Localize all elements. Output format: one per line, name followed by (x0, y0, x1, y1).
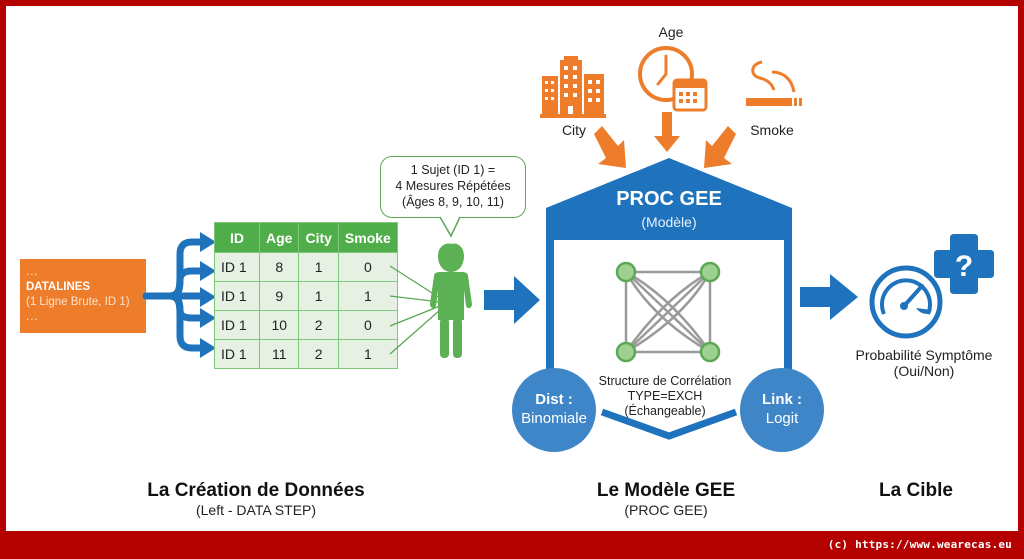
cell-smoke: 0 (337, 310, 398, 340)
datalines-dots-top: ... (26, 266, 39, 278)
datalines-dots-bottom: ... (26, 311, 39, 323)
branch-arrows-icon (142, 232, 216, 358)
arrow-to-model-icon (484, 276, 540, 324)
cell-id: ID 1 (214, 281, 260, 311)
model-title: PROC GEE (616, 188, 722, 210)
cell-city: 1 (298, 281, 339, 311)
buildings-icon (540, 56, 606, 118)
bubble-line-3: (Âges 8, 9, 10, 11) (402, 195, 504, 209)
table-row: ID 1 11 2 1 (214, 339, 398, 369)
cell-id: ID 1 (214, 252, 260, 282)
col-header-city: City (298, 222, 339, 253)
covariate-smoke-label: Smoke (750, 122, 794, 138)
section-title: La Cible (879, 480, 953, 501)
correlation-graph-icon (615, 261, 721, 363)
section-subtitle: (PROC GEE) (624, 502, 708, 518)
section-target: La Cible (846, 480, 986, 502)
section-title: La Création de Données (147, 480, 365, 501)
cigarette-icon (746, 60, 802, 106)
corr-line-2: TYPE=EXCH (627, 389, 703, 403)
target-line-1: Probabilité Symptôme (855, 347, 993, 363)
cell-city: 2 (298, 310, 339, 340)
link-circle: Link : Logit (740, 368, 824, 452)
corr-line-3: (Échangeable) (624, 404, 706, 418)
footer-credit: (c) https://www.wearecas.eu (827, 538, 1012, 551)
cell-city: 2 (298, 339, 339, 369)
cell-city: 1 (298, 252, 339, 282)
clock-calendar-icon (638, 46, 708, 112)
cell-age: 11 (258, 339, 300, 369)
table-header-row: ID Age City Smoke (214, 222, 398, 253)
medical-cross-question-icon: ? (934, 234, 994, 294)
dist-value: Binomiale (521, 410, 587, 427)
link-label: Link : (762, 391, 802, 408)
proc-gee-model-frame (546, 158, 792, 440)
table-row: ID 1 9 1 1 (214, 281, 398, 311)
covariate-city-label: City (561, 122, 587, 138)
cell-smoke: 1 (337, 339, 398, 369)
bubble-tail (440, 216, 461, 238)
svg-text:?: ? (955, 250, 973, 283)
section-title: Le Modèle GEE (596, 480, 736, 501)
col-header-age: Age (258, 222, 300, 253)
arrow-to-target-icon (800, 274, 858, 320)
target-label: Probabilité Symptôme (Oui/Non) (836, 347, 1012, 379)
col-header-smoke: Smoke (337, 222, 398, 253)
table-row: ID 1 8 1 0 (214, 252, 398, 282)
cell-age: 10 (258, 310, 300, 340)
correlation-structure-text: Structure de Corrélation TYPE=EXCH (Écha… (590, 374, 740, 419)
section-data-creation: La Création de Données (Left - DATA STEP… (96, 480, 416, 518)
corr-line-1: Structure de Corrélation (598, 374, 732, 388)
cell-age: 9 (258, 281, 300, 311)
person-icon (430, 243, 472, 358)
cell-age: 8 (258, 252, 300, 282)
target-line-2: (Oui/Non) (893, 363, 955, 379)
datalines-subtitle: (1 Ligne Brute, ID 1) (26, 296, 130, 308)
table-row: ID 1 10 2 0 (214, 310, 398, 340)
subject-bubble: 1 Sujet (ID 1) = 4 Mesures Répétées (Âge… (380, 156, 526, 218)
gauge-icon (869, 265, 943, 339)
link-value: Logit (765, 410, 799, 427)
bubble-line-1: 1 Sujet (ID 1) = (410, 163, 496, 177)
datalines-box: ... DATALINES (1 Ligne Brute, ID 1) ... (20, 259, 146, 333)
cell-smoke: 0 (337, 252, 398, 282)
col-header-id: ID (214, 222, 260, 253)
bubble-line-2: 4 Mesures Répétées (395, 179, 511, 193)
section-gee-model: Le Modèle GEE (PROC GEE) (526, 480, 806, 518)
datalines-title: DATALINES (26, 281, 91, 293)
data-table: ID Age City Smoke ID 1 8 1 0 ID 1 9 1 1 … (214, 222, 398, 369)
diagram-canvas: ... DATALINES (1 Ligne Brute, ID 1) ... … (6, 6, 1018, 531)
cell-id: ID 1 (214, 339, 260, 369)
covariate-age-label: Age (658, 24, 684, 40)
model-subtitle: (Modèle) (641, 214, 697, 230)
cell-id: ID 1 (214, 310, 260, 340)
distribution-circle: Dist : Binomiale (512, 368, 596, 452)
section-subtitle: (Left - DATA STEP) (195, 502, 317, 518)
dist-label: Dist : (535, 391, 573, 408)
covariate-arrows-icon (594, 112, 736, 168)
